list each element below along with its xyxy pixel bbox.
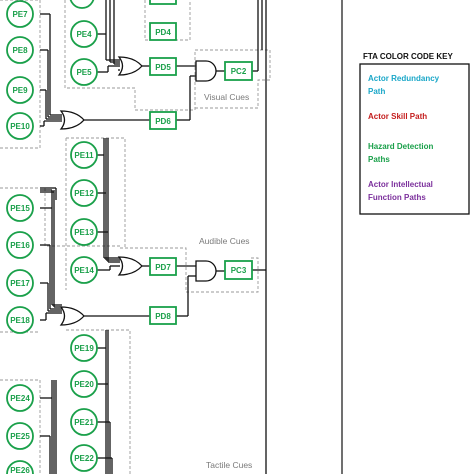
pd-partial-top-box: [149, 0, 177, 5]
key-title: FTA COLOR CODE KEY: [363, 52, 453, 61]
pd8-box: PD8: [149, 306, 177, 325]
svg-text:PE16: PE16: [10, 241, 30, 250]
svg-text:PD4: PD4: [155, 28, 171, 37]
svg-text:PE15: PE15: [10, 204, 30, 213]
or-gate-pd7: [117, 256, 143, 276]
svg-text:PC2: PC2: [231, 67, 247, 76]
svg-text:PD5: PD5: [155, 63, 171, 72]
svg-text:PE12: PE12: [74, 189, 94, 198]
svg-text:PE19: PE19: [74, 344, 94, 353]
visual-cues-region-left: [0, 0, 41, 149]
svg-text:PD7: PD7: [155, 263, 171, 272]
svg-text:PE24: PE24: [10, 394, 30, 403]
pe4-node: PE4: [70, 20, 98, 48]
key-item-hazard-line1: Hazard Detection: [368, 142, 433, 151]
pe16-node: PE16: [6, 231, 34, 259]
pe15-node: PE15: [6, 194, 34, 222]
audible-cues-region-inner: [66, 137, 126, 248]
pe21-node: PE21: [70, 408, 98, 436]
visual-cues-label: Visual Cues: [204, 92, 249, 102]
svg-text:PE8: PE8: [12, 46, 28, 55]
pe13-node: PE13: [70, 218, 98, 246]
group-regions: [0, 0, 271, 474]
pd4-box: PD4: [149, 22, 177, 41]
svg-text:PE4: PE4: [76, 30, 92, 39]
key-item-intellectual-line1: Actor Intellectual: [368, 180, 433, 189]
pe25-node: PE25: [6, 422, 34, 450]
svg-text:PE22: PE22: [74, 454, 94, 463]
pe14-node: PE14: [70, 256, 98, 284]
color-code-key: FTA COLOR CODE KEY Actor Redundancy Path…: [359, 52, 470, 215]
svg-text:PE9: PE9: [12, 86, 28, 95]
svg-text:PC3: PC3: [231, 266, 247, 275]
pc3-box: PC3: [224, 260, 253, 280]
pe24-node: PE24: [6, 384, 34, 412]
key-item-skill-line1: Actor Skill Path: [368, 112, 427, 121]
and-gate-pc2: [195, 60, 217, 82]
audible-cues-label: Audible Cues: [199, 236, 250, 246]
svg-text:PE13: PE13: [74, 228, 94, 237]
pe11-node: PE11: [70, 141, 98, 169]
pe26-node: PE26: [6, 460, 34, 474]
and-gate-pc3: [195, 260, 217, 282]
svg-text:PE14: PE14: [74, 266, 94, 275]
pe5-node: PE5: [70, 58, 98, 86]
pe7-node: PE7: [6, 0, 34, 28]
pe-nodes: PE7 PE8 PE9 PE10 PE4 PE5 PE11 PE12: [6, 0, 98, 474]
pe12-node: PE12: [70, 179, 98, 207]
key-box: [359, 63, 470, 215]
svg-text:PE20: PE20: [74, 380, 94, 389]
key-item-hazard-line2: Paths: [368, 155, 390, 164]
pc2-box: PC2: [224, 61, 253, 81]
svg-text:PD6: PD6: [155, 117, 171, 126]
audible-cues-region: [0, 187, 259, 293]
top-partial-nodes: [69, 0, 177, 9]
pe22-node: PE22: [70, 444, 98, 472]
or-gate-pd6: [59, 110, 85, 130]
svg-text:PE17: PE17: [10, 279, 30, 288]
pe9-node: PE9: [6, 76, 34, 104]
wires: [40, 0, 267, 474]
pe10-node: PE10: [6, 112, 34, 140]
pd7-box: PD7: [149, 257, 177, 276]
pd5-box: PD5: [149, 57, 177, 76]
svg-text:PE25: PE25: [10, 432, 30, 441]
svg-text:PE5: PE5: [76, 68, 92, 77]
pe-partial-top-circle: [69, 0, 95, 9]
tactile-cues-region: [66, 329, 131, 474]
pe8-node: PE8: [6, 36, 34, 64]
tactile-cues-label: Tactile Cues: [206, 460, 252, 470]
pd6-box: PD6: [149, 111, 177, 130]
pe17-node: PE17: [6, 269, 34, 297]
or-gate-pd8: [59, 306, 85, 326]
svg-text:PE7: PE7: [12, 10, 28, 19]
visual-cues-region-right: [64, 0, 271, 111]
gates: [59, 56, 217, 326]
svg-text:PE18: PE18: [10, 316, 30, 325]
pe19-node: PE19: [70, 334, 98, 362]
svg-text:PE11: PE11: [74, 151, 94, 160]
svg-text:PE26: PE26: [10, 466, 30, 474]
svg-text:PD8: PD8: [155, 312, 171, 321]
tactile-cues-region-left: [0, 379, 41, 474]
key-item-redundancy-line1: Actor Redundancy: [368, 74, 440, 83]
pe18-node: PE18: [6, 306, 34, 334]
or-gate-pd5: [117, 56, 143, 76]
key-item-intellectual-line2: Function Paths: [368, 193, 426, 202]
svg-text:PE10: PE10: [10, 122, 30, 131]
key-item-redundancy-line2: Path: [368, 87, 385, 96]
pd-pc-boxes: PD4 PD5 PD6 PC2 PD7 PD8 PC3: [149, 22, 253, 325]
pe20-node: PE20: [70, 370, 98, 398]
svg-text:PE21: PE21: [74, 418, 94, 427]
